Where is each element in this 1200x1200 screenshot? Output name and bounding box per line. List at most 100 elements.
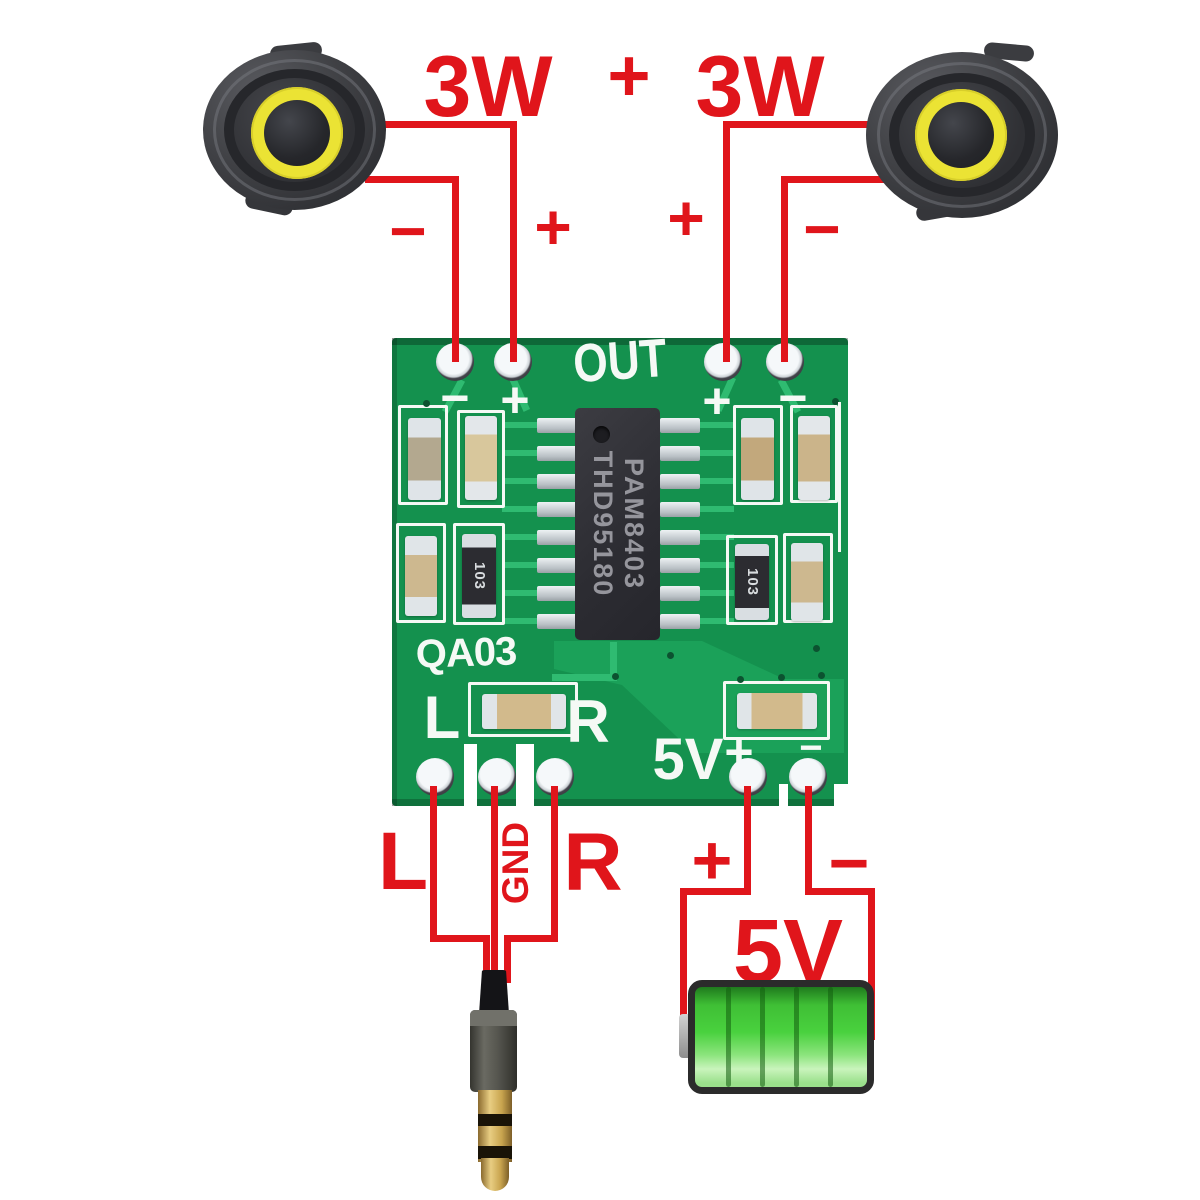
chip-pin [537,558,577,573]
left-channel-silk: L [423,684,461,751]
wire-right-speaker-minus-h [781,176,895,183]
left-minus-icon: − [389,195,427,267]
pcb-trace [698,618,734,624]
chip-pin [537,446,577,461]
via-dot [737,676,744,683]
right-speaker-power-label: 3W [695,39,825,135]
speaker-dome [264,100,330,166]
board-notch [516,744,534,808]
top-plus-icon: + [607,34,651,117]
via-dot [612,673,619,680]
jack-ring [478,1114,512,1126]
wire-right-speaker-plus-h [723,121,895,128]
speaker-right-icon [866,41,1058,223]
pcb-trace [502,478,538,484]
left-plus-icon: + [534,191,572,263]
pcb-trace [502,450,538,456]
power-plus-icon: + [691,821,733,899]
via-dot [832,398,839,405]
wire-left-speaker-minus-v [452,176,459,362]
silk-box [733,405,783,505]
board-notch [464,744,477,808]
silk-plus-left-icon: + [500,372,530,428]
wire-audio-left-v1 [430,786,437,942]
wire-right-speaker-minus-v [781,176,788,362]
via-dot [667,652,674,659]
pcb-trace [552,674,617,681]
silk-box [723,681,830,740]
input-right-label: R [563,817,623,908]
chip-pin [660,502,700,517]
silk-power-minus-icon: − [799,726,823,770]
silk-edge-line [838,402,841,552]
input-left-label: L [377,816,429,907]
chip-pin [537,530,577,545]
chip-pin [660,446,700,461]
smd-capacitor [482,694,566,729]
speaker-flange [877,62,1047,208]
wire-audio-left-h [430,935,490,942]
smd-resistor-103: 103 [735,544,769,620]
wire-left-speaker-plus-v [510,121,517,362]
silk-box [468,682,578,737]
chip-marking: PAM8403 THD95180 [585,414,649,634]
out-label: OUT [571,327,669,395]
via-dot [423,400,430,407]
wire-power-minus-h [805,888,875,895]
pcb-trace [502,590,538,596]
chip-pin [537,418,577,433]
pcb-trace [698,478,734,484]
smd-capacitor [465,416,497,500]
jack-ring [478,1146,512,1159]
smd-capacitor [741,418,774,500]
via-dot [813,645,820,652]
chip-marking-line1: PAM8403 [619,457,649,591]
wire-power-minus-v2 [868,888,875,1040]
wire-power-plus-h [680,888,751,895]
pcb-trace [698,590,734,596]
wire-power-minus-v1 [805,786,812,895]
battery-icon [688,980,874,1094]
resistor-marking: 103 [471,561,488,591]
left-speaker-power-label: 3W [423,39,553,135]
wire-power-plus-v1 [744,786,751,895]
silk-box [726,535,778,625]
pcb-trace [698,534,734,540]
via-dot [778,674,785,681]
pcb-bottom-edge [392,799,848,806]
jack-tip [481,1158,509,1191]
wire-power-plus-v2 [680,888,687,1040]
ic-chip-body: PAM8403 THD95180 [575,408,660,640]
silk-box [783,533,833,623]
chip-pin [537,586,577,601]
board-notch [779,784,788,808]
pcb-trace [502,422,538,428]
smd-capacitor [408,418,441,500]
speaker-flange [213,59,376,201]
pcb-trace [502,506,538,512]
smd-resistor-103: 103 [462,534,496,618]
ic-chip-area: PAM8403 THD95180 [537,408,700,640]
jack-strain-relief [479,970,509,1014]
silk-plus-right-icon: + [702,373,732,429]
right-plus-icon: + [667,182,705,254]
right-minus-icon: − [803,193,841,265]
battery-segment-divider [794,987,799,1087]
wire-right-speaker-plus-v [723,121,730,362]
board-notch [834,784,848,808]
pin1-dot-icon [593,426,610,443]
silk-box [396,523,446,623]
pcb-trace [698,450,734,456]
chip-pin [660,614,700,629]
speaker-dome [928,102,994,168]
chip-pin [660,418,700,433]
audio-jack-icon [462,968,526,1194]
resistor-marking: 103 [744,567,761,597]
wire-audio-gnd-v [491,786,498,983]
jack-barrel-top [470,1010,517,1026]
via-dot [818,672,825,679]
pcb-trace [502,562,538,568]
right-channel-silk: R [566,688,610,755]
pcb-trace [610,642,617,676]
pcb-top-edge [392,338,848,345]
